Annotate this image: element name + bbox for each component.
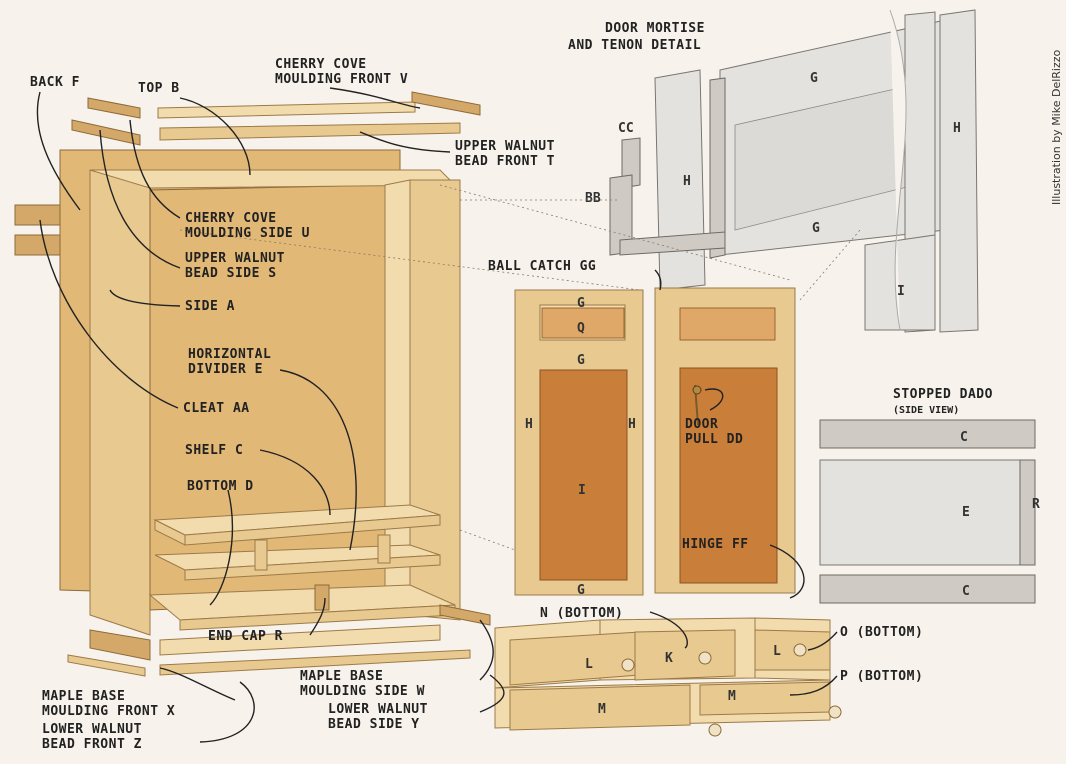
label-top-b: TOP B — [138, 81, 180, 96]
mt-letter-i: I — [897, 284, 905, 299]
mt-letter-cc: CC — [618, 121, 634, 136]
drawer-letter-k: K — [665, 651, 673, 666]
mortise-tenon-detail — [609, 9, 979, 333]
cherry-cove-side-right — [411, 91, 481, 116]
label-lower-walnut-front-2: BEAD FRONT Z — [42, 737, 142, 752]
label-maple-side-1: MAPLE BASE — [300, 669, 383, 684]
label-cherry-front-2: MOULDING FRONT V — [275, 72, 408, 87]
label-cherry-front-1: CHERRY COVE — [275, 57, 367, 72]
side-a-panel — [89, 169, 151, 636]
dado-letter-r: R — [1032, 497, 1040, 512]
label-o-bottom: O (BOTTOM) — [840, 625, 923, 640]
label-back-f: BACK F — [30, 75, 80, 90]
illustration-credit: Illustration by Mike DelRizzo — [1050, 49, 1063, 205]
label-door-pull-2: PULL DD — [685, 432, 743, 447]
mortise-title-line1: DOOR MORTISE — [605, 21, 705, 36]
mortise-title-line2: AND TENON DETAIL — [568, 38, 701, 53]
base-mouldings — [67, 604, 491, 677]
cleat-upper — [14, 204, 61, 226]
label-horiz-divider-1: HORIZONTAL — [188, 347, 271, 362]
dado-letter-c-top: C — [960, 430, 968, 445]
maple-base-front — [159, 624, 441, 656]
dado-letter-c-bottom: C — [962, 584, 970, 599]
top-mouldings — [71, 91, 481, 146]
walnut-bead-side-left — [71, 119, 141, 146]
label-maple-front-2: MOULDING FRONT X — [42, 704, 175, 719]
label-lower-walnut-side-1: LOWER WALNUT — [328, 702, 428, 717]
label-maple-front-1: MAPLE BASE — [42, 689, 125, 704]
end-cap — [439, 604, 491, 626]
mt-letter-h-right: H — [953, 121, 961, 136]
label-maple-side-2: MOULDING SIDE W — [300, 684, 425, 699]
label-upper-walnut-side-1: UPPER WALNUT — [185, 251, 285, 266]
label-upper-walnut-front-1: UPPER WALNUT — [455, 139, 555, 154]
stopped-dado-detail — [819, 419, 1036, 604]
door-letter-i: I — [578, 483, 586, 498]
label-bottom-d: BOTTOM D — [187, 479, 254, 494]
door-letter-h-left: H — [525, 417, 533, 432]
maple-base-side-left — [89, 629, 151, 661]
door-letter-q: Q — [577, 321, 585, 336]
dado-letter-e: E — [962, 505, 970, 520]
label-p-bottom: P (BOTTOM) — [840, 669, 923, 684]
label-lower-walnut-front-1: LOWER WALNUT — [42, 722, 142, 737]
cherry-cove-front — [157, 101, 416, 119]
door-letter-g-mid: G — [577, 353, 585, 368]
label-n-bottom: N (BOTTOM) — [540, 606, 623, 621]
mt-letter-bb: BB — [585, 191, 601, 206]
walnut-bead-front — [159, 649, 471, 676]
cabinet-carcase — [14, 149, 461, 636]
label-upper-walnut-side-2: BEAD SIDE S — [185, 266, 277, 281]
label-door-pull-1: DOOR — [685, 417, 718, 432]
mt-letter-g-mid: G — [812, 221, 820, 236]
dado-title-line1: STOPPED DADO — [893, 387, 993, 402]
walnut-bead-side-left — [67, 654, 146, 677]
label-shelf-c: SHELF C — [185, 443, 243, 458]
door-letter-g-top: G — [577, 296, 585, 311]
drawers — [494, 617, 842, 737]
mt-letter-g-top: G — [810, 71, 818, 86]
mt-letter-h-left: H — [683, 174, 691, 189]
label-hinge: HINGE FF — [682, 537, 749, 552]
door-letter-g-bottom: G — [577, 583, 585, 598]
drawer-letter-m-right: M — [728, 689, 736, 704]
projection-lines — [179, 184, 861, 551]
label-cleat-aa: CLEAT AA — [183, 401, 250, 416]
cherry-cove-side-left — [87, 97, 141, 119]
walnut-bead-front — [159, 122, 461, 141]
door-letter-h-right: H — [628, 417, 636, 432]
drawer-letter-l-right: L — [773, 644, 781, 659]
leader-lines — [36, 87, 838, 743]
label-side-a: SIDE A — [185, 299, 235, 314]
label-horiz-divider-2: DIVIDER E — [188, 362, 263, 377]
drawer-letter-l-left: L — [585, 657, 593, 672]
label-lower-walnut-side-2: BEAD SIDE Y — [328, 717, 420, 732]
right-door — [654, 287, 796, 594]
label-ball-catch: BALL CATCH GG — [488, 259, 596, 274]
dado-title-line2: (SIDE VIEW) — [893, 405, 959, 416]
left-door — [514, 289, 644, 596]
label-cherry-side-2: MOULDING SIDE U — [185, 226, 310, 241]
drawer-letter-m-left: M — [598, 702, 606, 717]
label-cherry-side-1: CHERRY COVE — [185, 211, 277, 226]
label-upper-walnut-front-2: BEAD FRONT T — [455, 154, 555, 169]
label-end-cap-r: END CAP R — [208, 629, 283, 644]
cleat-lower — [14, 234, 61, 256]
